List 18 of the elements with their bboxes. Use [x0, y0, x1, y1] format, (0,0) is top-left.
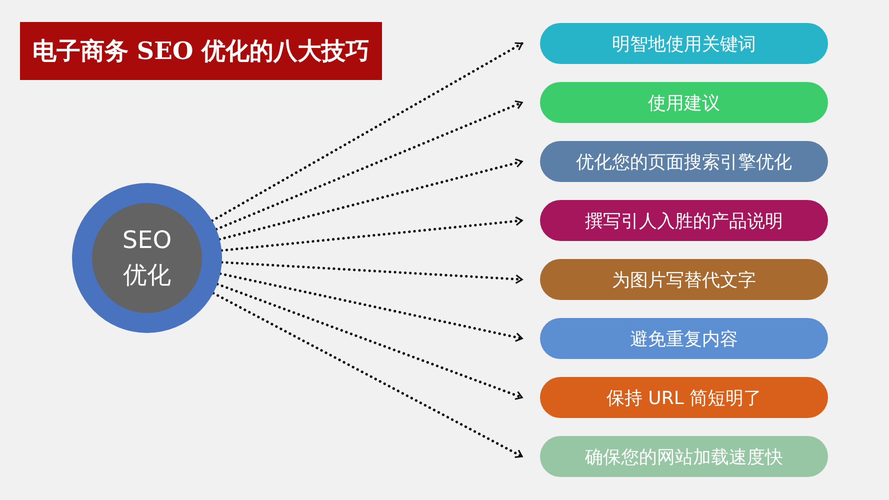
dotted-arrow — [220, 261, 524, 284]
tip-pill: 避免重复内容 — [540, 318, 828, 359]
tip-pill: 优化您的页面搜索引擎优化 — [540, 141, 828, 182]
tip-pill: 明智地使用关键词 — [540, 23, 828, 64]
tip-pill: 保持 URL 简短明了 — [540, 377, 828, 418]
dotted-arrow — [210, 42, 524, 222]
dotted-arrow — [212, 292, 524, 458]
dotted-arrow — [219, 272, 524, 342]
tip-pill: 为图片写替代文字 — [540, 259, 828, 300]
dotted-arrow — [220, 216, 524, 252]
dotted-arrow — [216, 282, 524, 400]
tip-pill: 使用建议 — [540, 82, 828, 123]
tip-pill: 确保您的网站加载速度快 — [540, 436, 828, 477]
topic-label: SEO 优化 — [121, 225, 173, 291]
title-banner: 电子商务 SEO 优化的八大技巧 — [20, 22, 382, 80]
dotted-arrow — [218, 158, 524, 241]
dotted-arrow — [215, 100, 524, 231]
tip-pill: 撰写引人入胜的产品说明 — [540, 200, 828, 241]
